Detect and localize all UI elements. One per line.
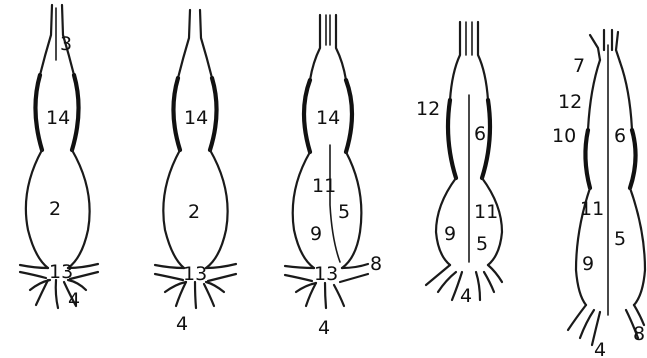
label-4: 4 (68, 289, 80, 311)
label-5: 5 (476, 233, 488, 255)
label-9: 9 (310, 223, 322, 245)
figure-1: 3 14 2 13 4 (20, 5, 98, 311)
figure-2: 14 2 13 4 (155, 10, 236, 335)
label-3: 3 (60, 33, 72, 55)
label-13: 13 (49, 261, 73, 283)
label-14: 14 (316, 107, 340, 129)
label-9: 9 (582, 253, 594, 275)
label-9: 9 (444, 223, 456, 245)
figure-3: 14 11 5 9 13 8 4 (285, 15, 382, 339)
label-12: 12 (416, 98, 440, 120)
label-14: 14 (46, 107, 70, 129)
label-4: 4 (594, 339, 606, 358)
label-7: 7 (573, 55, 585, 77)
label-13: 13 (183, 263, 207, 285)
label-12: 12 (558, 91, 582, 113)
label-2: 2 (49, 198, 61, 220)
label-6: 6 (614, 125, 626, 147)
label-11: 11 (474, 201, 498, 223)
label-11: 11 (580, 198, 604, 220)
figure-4: 12 6 9 11 5 4 (416, 22, 502, 307)
figure-5: 7 12 10 6 11 5 9 4 8 (552, 30, 645, 358)
label-4: 4 (460, 285, 472, 307)
label-5: 5 (614, 228, 626, 250)
label-4: 4 (318, 317, 330, 339)
label-4: 4 (176, 313, 188, 335)
label-8: 8 (370, 253, 382, 275)
label-8: 8 (633, 323, 645, 345)
label-6: 6 (474, 123, 486, 145)
label-10: 10 (552, 125, 576, 147)
label-11: 11 (312, 175, 336, 197)
label-14: 14 (184, 107, 208, 129)
label-2: 2 (188, 201, 200, 223)
label-13: 13 (314, 263, 338, 285)
label-5: 5 (338, 201, 350, 223)
